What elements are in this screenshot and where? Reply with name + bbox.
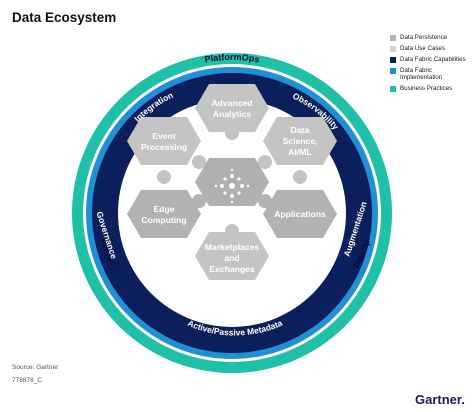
legend-item-implementation: Data Fabric Implementation [390,67,472,81]
legend-label: Data Fabric Implementation [400,67,443,81]
legend-label: Data Persistence [400,34,448,41]
puzzle-nub [225,224,239,238]
legend: Data Persistence Data Use Cases Data Fab… [390,34,472,96]
hex-marketplaces [195,232,269,280]
hex-label: Event [152,131,176,141]
puzzle-nub [192,155,206,169]
hex-edge-computing [127,190,201,238]
legend-item-data-persistence: Data Persistence [390,34,472,41]
legend-item-capabilities: Data Fabric Capabilities [390,56,472,63]
legend-swatch [390,86,396,92]
hex-label: and [224,253,239,263]
puzzle-nub [258,155,272,169]
hex-label: AI/ML [288,147,311,157]
hex-data-science [263,117,337,165]
document-id: 778878_C [12,377,42,384]
legend-label: Data Use Cases [400,45,446,52]
hex-label: Edge [153,204,174,214]
puzzle-nub [293,170,307,184]
hex-center [195,158,269,206]
puzzle-nub [192,194,206,208]
puzzle-nub [225,126,239,140]
legend-label: Data Fabric Capabilities [400,56,466,63]
hex-label: Analytics [213,109,251,119]
legend-swatch [390,35,396,41]
puzzle-nub [157,170,171,184]
hex-applications [263,190,337,238]
hex-label: Science, [283,136,318,146]
legend-label: Business Practices [400,85,453,92]
gartner-logo: Gartner. [415,392,465,407]
hex-label: Marketplaces [205,242,260,252]
hex-label: Data [291,125,310,135]
hex-label: Advanced [211,98,252,108]
hex-advanced-analytics [195,84,269,132]
puzzle-nub [258,194,272,208]
legend-item-data-use-cases: Data Use Cases [390,45,472,52]
legend-swatch [390,46,396,52]
ring-label-platformops: PlatformOps [204,52,261,65]
hex-label: Exchanges [209,264,255,274]
source-note: Source: Gartner [12,364,59,371]
legend-swatch [390,68,396,74]
hex-event-processing [127,117,201,165]
hex-label: Computing [141,215,186,225]
page-title: Data Ecosystem [12,10,117,25]
center-label: Data [224,206,241,215]
hex-label: Applications [274,209,326,219]
legend-swatch [390,57,396,63]
hex-label: Processing [141,142,187,152]
legend-item-business-practices: Business Practices [390,85,472,92]
data-cluster-icon [214,168,250,204]
